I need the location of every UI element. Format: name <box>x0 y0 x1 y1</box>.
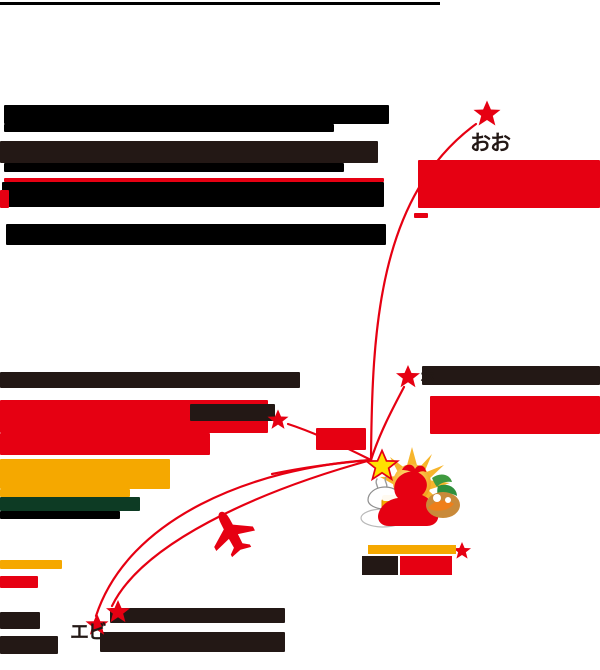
ebina-caption-mask-left <box>0 612 40 629</box>
right-promo-red-block <box>418 160 600 208</box>
hokkaido-caption-mask <box>422 366 600 385</box>
logo-sun <box>380 447 450 517</box>
subhead-line-1 <box>0 372 300 388</box>
ebina-caption-mask-bottom <box>100 632 285 652</box>
star-osaka <box>473 100 501 126</box>
subhead-line-5 <box>0 497 140 511</box>
wordmark-main-bia <box>400 556 452 575</box>
destination-label-ebina: エビ <box>70 621 107 643</box>
horizontal-divider <box>0 2 440 5</box>
logo-steam <box>375 476 388 493</box>
headline-line-2 <box>0 141 378 163</box>
headline-line-1b <box>4 124 334 132</box>
subhead-line-2-label <box>190 404 275 421</box>
route-short-stub <box>270 458 373 476</box>
airplane-icon <box>214 511 255 558</box>
logo-rooster-comb <box>402 464 426 475</box>
ebina-caption-mask-left2 <box>0 636 58 654</box>
subhead-line-8 <box>0 576 38 588</box>
logo-bowl <box>367 486 403 510</box>
headline-line-1 <box>4 105 389 124</box>
logo-beer-mug <box>381 495 410 522</box>
destination-label-osaka: おお <box>470 131 511 155</box>
route-to-hokkaido <box>369 385 406 462</box>
wordmark-main-mask <box>362 556 398 575</box>
wordmark-subtitle-mask <box>368 545 456 554</box>
logo-plate <box>360 508 406 528</box>
headline-accent-rule <box>4 178 384 182</box>
hokkaido-price-mask <box>430 396 600 434</box>
subhead-line-6 <box>0 511 120 519</box>
headline-line-3 <box>2 182 384 207</box>
subhead-line-7 <box>0 560 62 569</box>
accent-tick-1 <box>414 213 428 218</box>
star-hokkaido <box>396 365 420 388</box>
logo-rooster <box>378 471 439 526</box>
subhead-line-4 <box>0 459 170 489</box>
headline-line-2b <box>4 163 344 172</box>
subhead-line-4b <box>0 489 130 497</box>
brand-wordmark <box>356 545 474 575</box>
brand-logo-illustration <box>360 447 471 559</box>
headline-line-3-accent <box>0 190 9 208</box>
logo-star <box>364 448 400 482</box>
headline-line-4 <box>6 224 386 245</box>
ebina-caption-mask-top <box>110 608 285 623</box>
accent-tick-2 <box>334 434 356 442</box>
logo-vegetables <box>426 474 460 518</box>
destination-label-hokkaido: ホ <box>420 368 435 386</box>
subhead-line-3 <box>0 433 210 455</box>
